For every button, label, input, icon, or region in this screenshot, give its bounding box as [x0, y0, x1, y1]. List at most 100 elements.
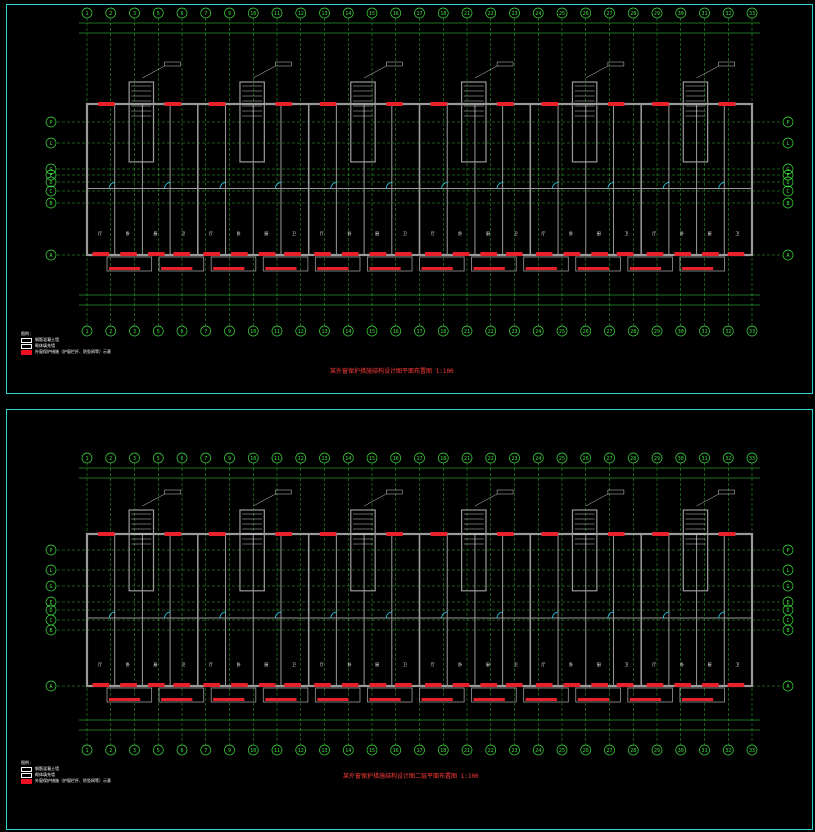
- axis-label: L: [786, 568, 789, 574]
- window-protection-mark: [541, 102, 559, 106]
- axis-bubble: [414, 452, 425, 464]
- window-protection-mark: [203, 252, 220, 256]
- room-label: 卧: [458, 661, 462, 667]
- axis-bubble: [556, 7, 568, 19]
- axis-bubble: [45, 624, 57, 636]
- axis-bubble: [271, 452, 283, 464]
- axis-bubble: [782, 544, 794, 556]
- axis-label: 22: [488, 456, 494, 462]
- window-protection-mark: [473, 698, 505, 701]
- window-protection-mark: [265, 698, 297, 701]
- window-protection-mark: [98, 532, 115, 536]
- balcony: [523, 256, 569, 272]
- window-protection-mark: [208, 102, 226, 106]
- axis-bubble: [509, 744, 520, 756]
- axis-bubble: [129, 452, 140, 464]
- axis-bubble: [176, 7, 188, 19]
- legend-swatch: [21, 772, 32, 778]
- axis-label: A: [49, 253, 52, 259]
- room-label: 厅: [652, 662, 656, 667]
- balcony: [471, 687, 517, 703]
- axis-label: C: [786, 189, 789, 195]
- axis-bubble: [45, 176, 57, 188]
- window-protection-mark: [525, 267, 557, 270]
- legend-1: 图例: 钢筋混凝土墙 砌体填充墙 外窗保护措施（护窗栏杆、防坠网等）示意: [21, 331, 111, 355]
- axis-label: A: [786, 684, 789, 690]
- legend-label: 外窗保护措施（护窗栏杆、防坠网等）示意: [35, 349, 111, 354]
- room-label: 卫: [514, 231, 518, 236]
- axis-label: 24: [535, 329, 541, 335]
- window-protection-mark: [577, 267, 609, 270]
- axis-label: 29: [654, 11, 660, 17]
- annotation-tag: [718, 489, 735, 495]
- axis-bubble: [532, 7, 544, 19]
- drawing-title-1: 某外窗保护措施结构设计图平面布置图 1:100: [330, 368, 454, 375]
- window-protection-mark: [718, 102, 736, 106]
- axis-label: 18: [440, 11, 446, 17]
- door-swing: [108, 611, 116, 619]
- legend-row-protection: 外窗保护措施（护窗栏杆、防坠网等）示意: [21, 778, 111, 784]
- stair-core: [682, 81, 709, 163]
- balcony: [627, 256, 673, 272]
- axis-bubble: [247, 744, 259, 756]
- axis-label: P: [49, 120, 52, 126]
- axis-bubble: [580, 7, 592, 19]
- axis-bubble: [782, 564, 794, 576]
- axis-label: 23: [511, 456, 517, 462]
- axis-label: D: [49, 180, 52, 186]
- window-protection-mark: [258, 252, 276, 256]
- axis-label: 26: [583, 748, 589, 754]
- axis-bubble: [319, 744, 330, 756]
- axis-label: 25: [559, 329, 565, 335]
- window-protection-mark: [147, 252, 165, 256]
- axis-bubble: [390, 7, 402, 19]
- door-swing: [330, 611, 337, 619]
- axis-label: 23: [511, 329, 517, 335]
- axis-label: 25: [559, 11, 565, 17]
- leader-line: [585, 65, 609, 79]
- window-protection-mark: [369, 698, 401, 701]
- window-protection-mark: [341, 683, 359, 687]
- room-label: 卫: [181, 662, 185, 667]
- axis-label: 5: [157, 11, 160, 17]
- axis-label: 18: [440, 748, 446, 754]
- window-protection-mark: [425, 252, 442, 256]
- axis-label: E: [49, 173, 52, 179]
- stair-core: [350, 509, 376, 592]
- axis-label: 12: [298, 748, 304, 754]
- window-protection-mark: [452, 252, 470, 256]
- window-protection-mark: [577, 698, 609, 701]
- leader-line: [585, 493, 609, 507]
- axis-label: 10: [250, 748, 256, 754]
- axis-bubble: [129, 325, 140, 337]
- axis-label: 14: [345, 329, 351, 335]
- axis-label: G: [49, 584, 52, 590]
- axis-label: L: [49, 568, 52, 574]
- door-swing: [662, 611, 670, 619]
- axis-bubble: [437, 452, 449, 464]
- window-protection-mark: [681, 698, 714, 701]
- room-label: 卫: [403, 231, 407, 236]
- axis-label: 13: [321, 329, 327, 335]
- room-label: 厅: [431, 231, 435, 236]
- door-swing: [275, 182, 282, 189]
- window-protection-mark: [535, 683, 553, 687]
- axis-bubble: [319, 325, 330, 337]
- annotation-tag: [164, 489, 181, 495]
- window-protection-mark: [284, 683, 301, 687]
- axis-label: 26: [583, 329, 589, 335]
- room-label: 卫: [181, 231, 185, 236]
- balcony: [419, 687, 465, 703]
- axis-label: G: [786, 584, 789, 590]
- axis-bubble: [45, 169, 57, 181]
- legend-swatch: [21, 766, 32, 772]
- window-protection-mark: [646, 683, 664, 687]
- room-label: 卫: [514, 662, 518, 667]
- window-protection-mark: [109, 698, 141, 701]
- axis-bubble: [556, 452, 568, 464]
- axis-label: 1: [85, 456, 88, 462]
- axis-bubble: [200, 325, 212, 337]
- axis-bubble: [45, 544, 57, 556]
- axis-bubble: [782, 185, 794, 197]
- room-label: 厨: [708, 661, 712, 667]
